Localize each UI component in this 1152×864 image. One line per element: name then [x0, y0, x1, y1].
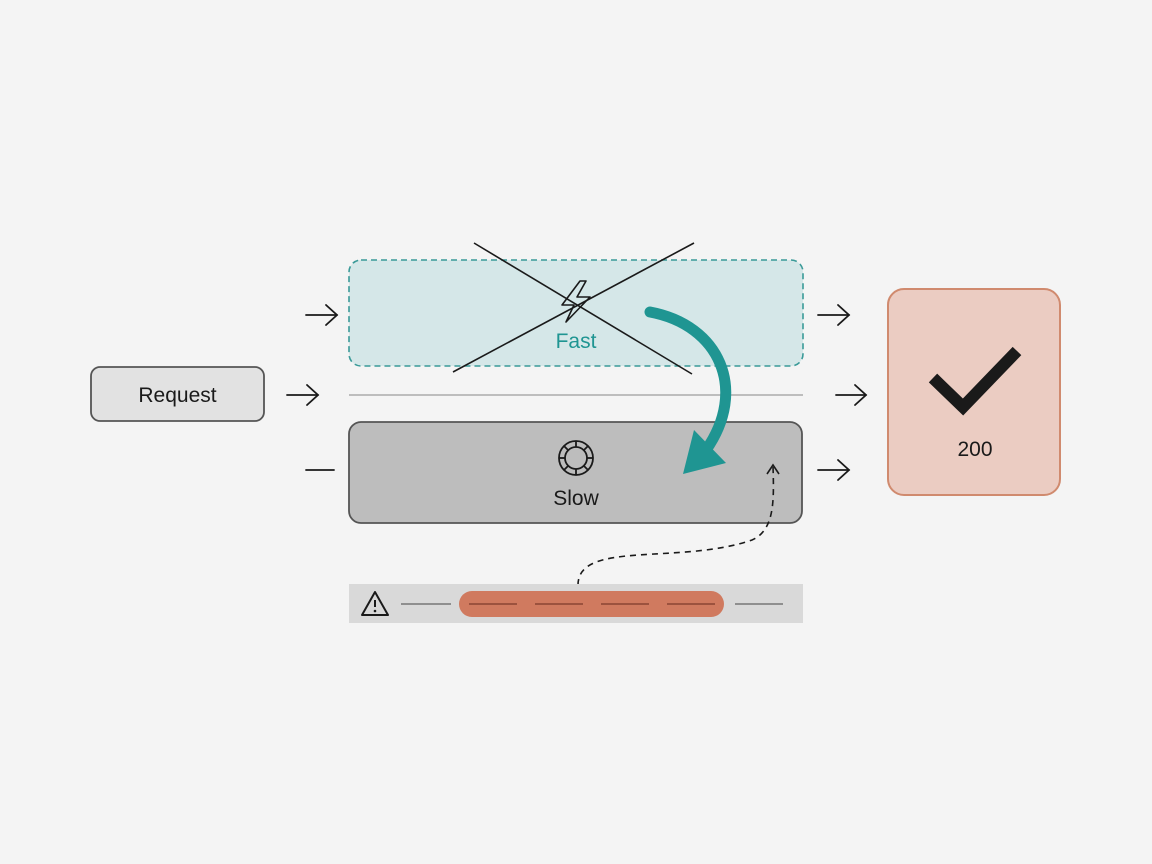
dashed-connector: [577, 465, 775, 586]
response-label: 200: [957, 438, 992, 461]
cross-out-line: [473, 242, 693, 375]
slow-path-node: Slow: [348, 421, 803, 524]
arrow-right-icon: [835, 384, 868, 406]
gear-icon: [558, 440, 594, 476]
fast-box: [348, 259, 804, 367]
right-arrows: [817, 304, 868, 481]
arrow-right-icon: [305, 304, 339, 326]
reroute-arrow: [644, 306, 732, 474]
highlight-bar: [459, 591, 724, 617]
connector-arrowhead: [766, 463, 780, 475]
response-node: 200: [887, 288, 1061, 496]
warning-bar: [349, 584, 803, 623]
arrow-right-icon: [817, 459, 851, 481]
slow-label: Slow: [553, 487, 599, 510]
left-arrows: [286, 304, 339, 471]
fast-path-node: Fast: [348, 242, 804, 375]
warning-triangle-icon: [361, 591, 389, 616]
request-node: Request: [90, 366, 265, 422]
cross-out-line: [452, 242, 695, 373]
request-label: Request: [138, 384, 216, 407]
checkmark-icon: [928, 346, 1022, 416]
arrow-right-icon: [286, 384, 320, 406]
request-box: [90, 366, 265, 422]
fast-label: Fast: [556, 330, 597, 353]
arrow-right-icon: [817, 304, 851, 326]
lightning-bolt-icon: [561, 280, 591, 323]
